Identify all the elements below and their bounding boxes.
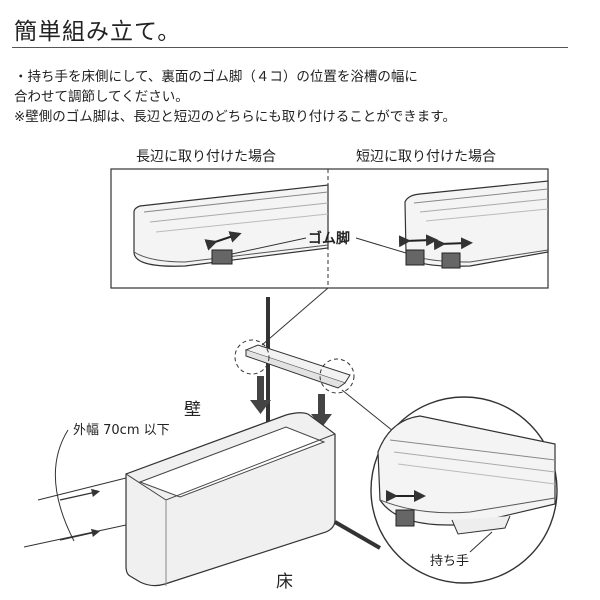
leader-line [231,237,307,255]
tray-short-side [398,180,549,269]
leader-line [469,531,493,553]
label-wall: 壁 [184,400,201,420]
leader-line [355,237,407,254]
label-floor: 床 [276,572,293,592]
slide-arrow [433,237,473,251]
floor-line [333,520,382,550]
caption-long-side: 長辺に取り付けた場合 [136,149,276,165]
label-rubber-feet: ゴム脚 [308,231,350,247]
small-tray [234,339,355,394]
zoom-circle-left [234,339,270,375]
connector-line [261,287,329,346]
down-arrow-right [311,394,332,428]
slide-arrow [204,231,242,251]
bathtub [125,412,336,587]
label-outer-width: 外幅 70cm 以下 [73,423,170,438]
down-arrow-left [250,376,271,414]
instruction-line-2: 合わせて調節してください。 [14,89,189,105]
rubber-foot [395,509,415,527]
rubber-foot [405,249,425,266]
caption-short-side: 短辺に取り付けた場合 [356,149,496,165]
title-underline [12,47,568,48]
connector-line [341,389,399,436]
tray-long-side [133,184,329,267]
outer-width-dimension [23,429,127,548]
rubber-foot [211,249,233,265]
instruction-line-1: ・持ち手を床側にして、裏面のゴム脚（４コ）の位置を浴槽の幅に [14,69,418,85]
handle-shape [451,515,511,535]
rubber-foot [441,252,461,269]
page-title: 簡単組み立て。 [14,19,182,45]
label-handle: 持ち手 [430,554,470,569]
zoom-circle-right [319,358,355,394]
slide-arrow [398,234,438,248]
zoom-detail [370,396,558,584]
instruction-line-3: ※壁側のゴム脚は、長辺と短辺のどちらにも取り付けることができます。 [14,109,456,125]
